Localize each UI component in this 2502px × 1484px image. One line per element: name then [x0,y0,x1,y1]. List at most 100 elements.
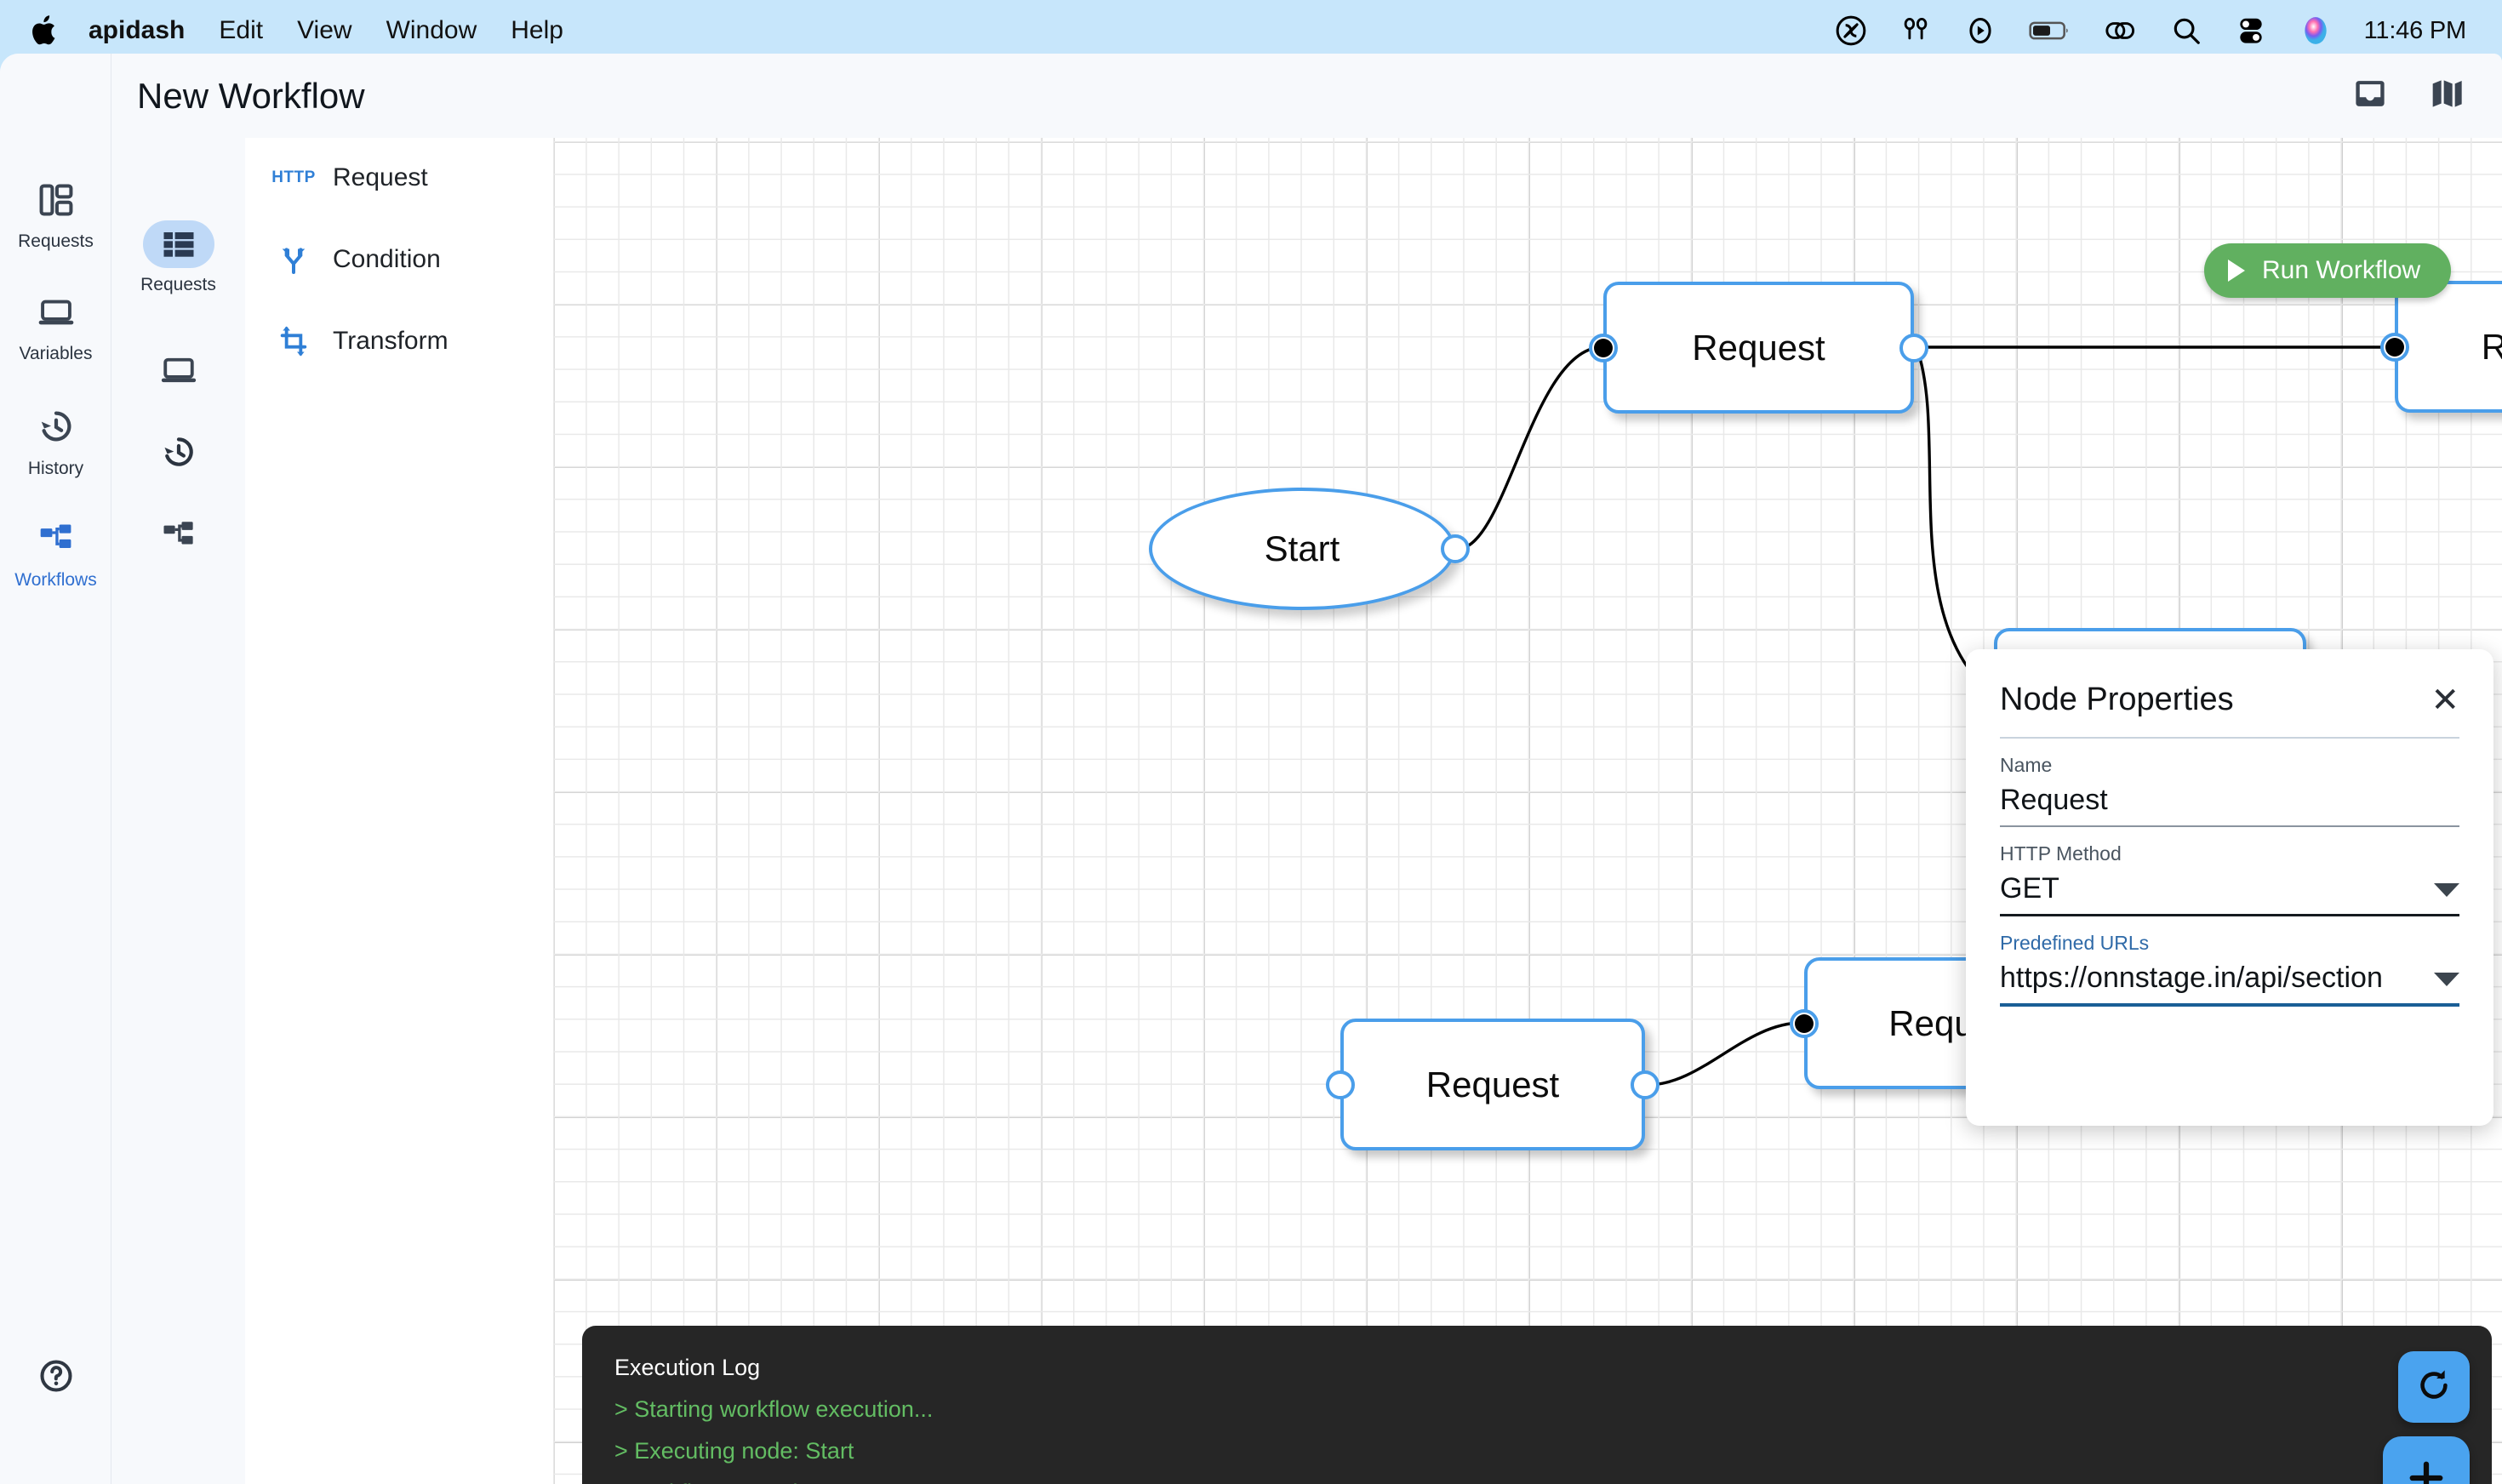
log-line: > Executing node: Start [614,1438,854,1464]
rail2-item-variables[interactable] [111,346,245,394]
node-input-port[interactable] [1326,1070,1355,1099]
node-properties-panel: Node Properties ✕ Name Request HTTP Meth… [1966,649,2493,1126]
dashboard-icon [37,181,75,223]
refresh-fab[interactable] [2398,1351,2470,1423]
plus-icon [2404,1456,2448,1484]
inbox-icon[interactable] [2352,76,2388,116]
field-underline [2000,1003,2459,1007]
rail2-item-workflows[interactable] [111,511,245,559]
add-fab[interactable] [2383,1436,2470,1484]
workflow-nodes-icon [143,511,214,559]
battery-icon[interactable] [2029,14,2071,47]
field-http-method-value: GET [2000,872,2059,905]
field-http-method-label: HTTP Method [2000,842,2122,865]
field-predefined-urls-label: Predefined URLs [2000,932,2150,954]
node-type-request-label: Request [333,163,428,191]
title-bar-background [245,54,2502,138]
transform-crop-icon [275,324,312,358]
sidebar-item-history-label: History [27,459,84,478]
execution-log-title: Execution Log [614,1355,761,1380]
field-name: Name Request [2000,754,2459,827]
sidebar-item-workflows[interactable]: Workflows [0,520,111,591]
primary-sidebar: Requests Variables History Workflows [0,54,111,1484]
laptop-icon [37,294,76,335]
control-center-icon[interactable] [2235,14,2267,47]
node-output-port[interactable] [1631,1070,1659,1099]
workflow-node-request-5[interactable]: Request [1326,1019,1659,1150]
rail2-item-requests-label: Requests [140,275,216,294]
workflow-node-request-1-label: Request [1692,327,1825,368]
menu-item-view[interactable]: View [297,16,352,44]
http-badge-icon: HTTP [271,168,316,186]
help-circle-icon[interactable] [0,1357,111,1395]
now-playing-icon[interactable] [1964,14,1996,47]
chevron-down-icon [2434,973,2459,986]
workflow-nodes-icon [37,520,76,562]
node-types-panel: Node Types HTTP Request Condition Transf… [245,54,553,1484]
node-type-transform[interactable]: Transform [245,300,553,382]
predefined-urls-select[interactable]: https://onnstage.in/api/section [2000,955,2459,1003]
node-type-condition-label: Condition [333,245,441,273]
app-window: Requests Variables History Workflows [0,54,2502,1484]
execution-log-panel: Execution Log > Starting workflow execut… [582,1326,2492,1484]
divider [2000,737,2459,739]
page-title: New Workflow [137,75,365,116]
screen-mirroring-icon[interactable] [2104,14,2138,47]
log-line: Workflow started [614,1480,2459,1484]
workflow-node-request-2-label: Request [2481,326,2502,367]
node-output-port[interactable] [1899,333,1928,362]
sidebar-item-requests[interactable]: Requests [0,181,111,252]
workflow-node-request-2[interactable]: Request [2380,281,2502,413]
field-name-label: Name [2000,754,2053,776]
workflow-icon-rail: Requests [111,54,245,1484]
workflow-node-start-label: Start [1264,528,1340,568]
field-predefined-urls-value: https://onnstage.in/api/section [2000,962,2383,994]
airpods-icon[interactable] [1899,14,1932,47]
menu-item-edit[interactable]: Edit [219,16,264,44]
menu-item-help[interactable]: Help [511,16,563,44]
close-icon[interactable]: ✕ [2431,681,2459,719]
rail2-item-history[interactable] [111,428,245,476]
laptop-icon [143,346,214,394]
field-predefined-urls: Predefined URLs https://onnstage.in/api/… [2000,932,2459,1007]
node-input-port[interactable] [2380,332,2409,362]
field-name-value: Request [2000,784,2108,816]
log-line: > Starting workflow execution... [614,1396,934,1422]
menu-item-window[interactable]: Window [386,16,477,44]
siri-icon[interactable] [2299,14,2332,47]
node-output-port[interactable] [1441,534,1470,563]
workflow-node-request-5-label: Request [1425,1064,1560,1104]
node-input-port[interactable] [1790,1008,1819,1038]
http-method-select[interactable]: GET [2000,865,2459,914]
sidebar-item-workflows-label: Workflows [14,570,97,590]
workflow-node-start[interactable]: Start [1149,488,1470,610]
node-type-condition[interactable]: Condition [245,219,553,300]
run-workflow-label: Run Workflow [2262,256,2421,284]
node-type-transform-label: Transform [333,327,448,355]
chevron-down-icon [2434,883,2459,897]
rail2-item-requests[interactable]: Requests [111,220,245,295]
creative-cloud-icon[interactable] [1835,14,1867,47]
field-underline [2000,825,2459,827]
gear-icon[interactable] [0,1476,111,1484]
node-properties-header: Node Properties ✕ [2000,682,2459,718]
node-input-port[interactable] [1589,333,1618,362]
spotlight-search-icon[interactable] [2170,14,2202,47]
history-clock-icon [37,407,76,450]
menu-item-apidash[interactable]: apidash [89,16,186,44]
play-triangle-icon [2228,260,2245,282]
map-icon[interactable] [2429,76,2463,116]
sidebar-item-variables[interactable]: Variables [0,294,111,364]
run-workflow-button[interactable]: Run Workflow [2204,243,2452,298]
sidebar-item-variables-label: Variables [19,344,93,363]
branch-icon [275,243,312,277]
workflow-node-request-1[interactable]: Request [1589,282,1928,414]
apple-logo-icon[interactable] [31,14,60,48]
macos-menu-bar: apidash Edit View Window Help 11:46 PM [0,0,2502,61]
menu-clock[interactable]: 11:46 PM [2363,16,2467,44]
name-input[interactable]: Request [2000,777,2459,825]
sidebar-item-requests-label: Requests [18,231,94,251]
sidebar-item-history[interactable]: History [0,407,111,479]
field-http-method: HTTP Method GET [2000,842,2459,916]
node-type-request[interactable]: HTTP Request [245,137,553,219]
